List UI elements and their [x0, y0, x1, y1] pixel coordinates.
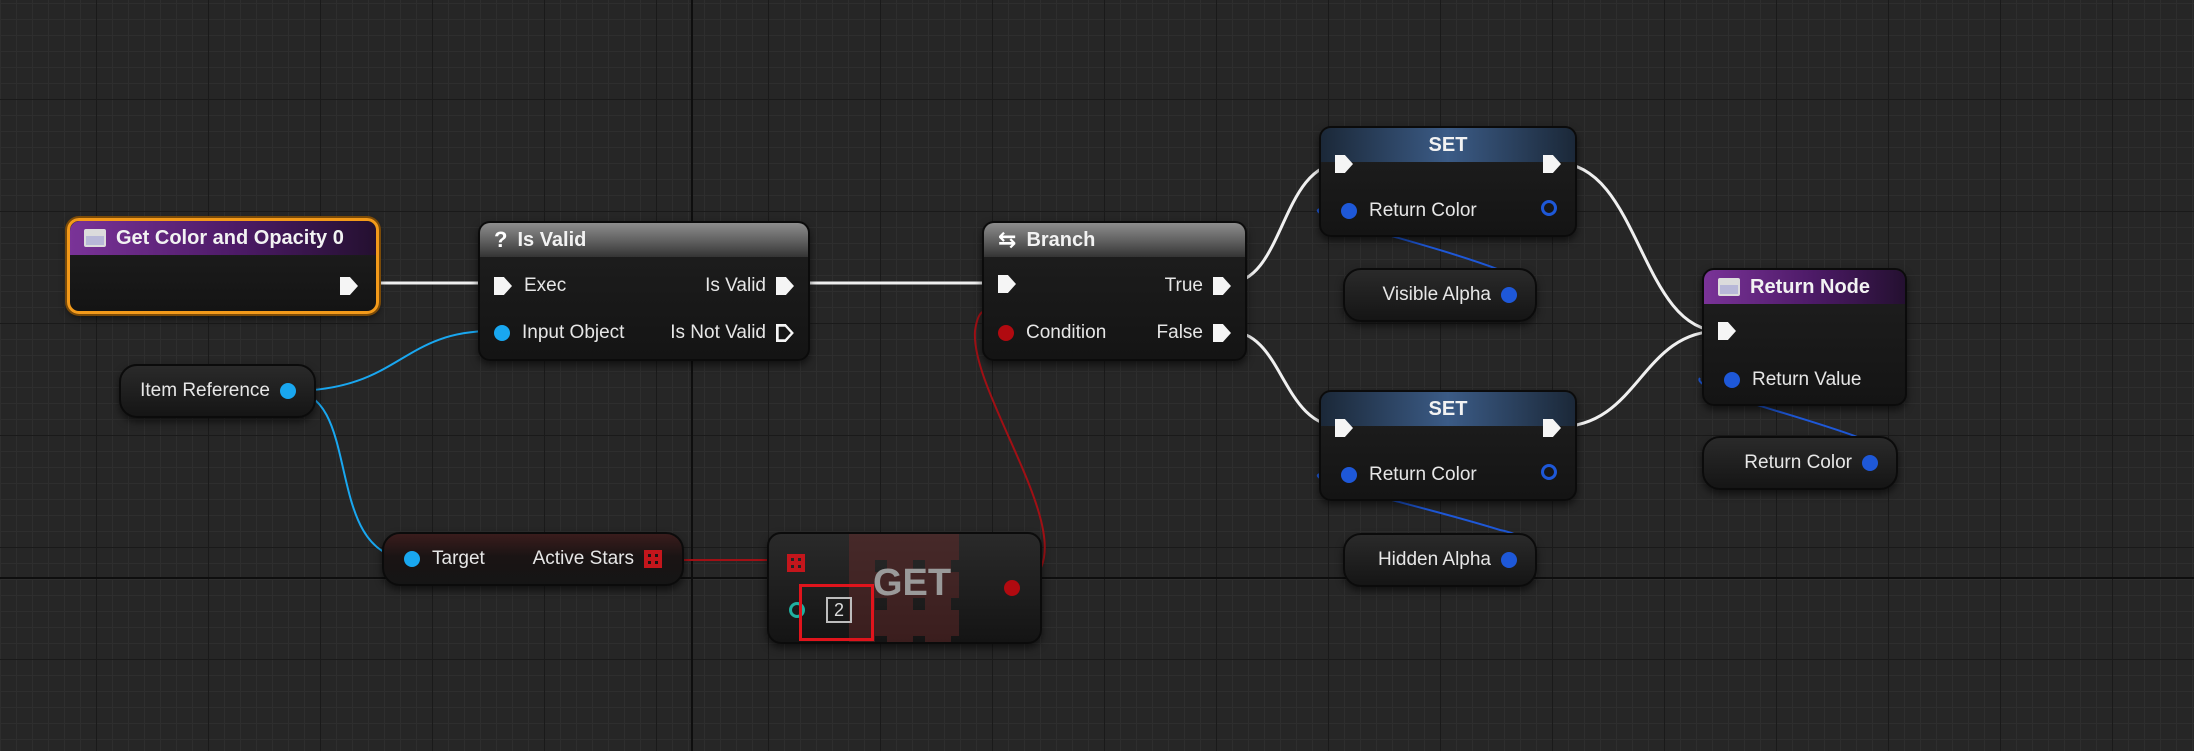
return-color-label: Return Color	[1744, 452, 1852, 473]
set-bottom-title: SET	[1428, 397, 1468, 420]
branch-icon: ⇆	[998, 227, 1017, 252]
exec-label: Exec	[524, 275, 567, 296]
function-entry-node[interactable]: Get Color and Opacity 0	[67, 218, 379, 314]
visible-alpha-label: Visible Alpha	[1382, 284, 1491, 305]
visible-alpha-variable[interactable]: Visible Alpha	[1343, 268, 1537, 322]
is-valid-header: ? Is Valid	[480, 223, 808, 257]
set-top-title: SET	[1428, 133, 1468, 156]
return-exec-in-pin[interactable]	[1718, 322, 1736, 340]
is-valid-pin-label: Is Valid	[705, 275, 766, 296]
is-not-valid-label: Is Not Valid	[670, 322, 766, 343]
true-label: True	[1164, 275, 1203, 296]
wire-set-bottom-to-return	[1556, 329, 1721, 429]
return-node-header: Return Node	[1704, 270, 1905, 304]
branch-exec-in-pin[interactable]	[998, 275, 1016, 293]
exec-out-pin[interactable]	[340, 277, 358, 295]
hidden-alpha-out-pin[interactable]	[1501, 552, 1517, 568]
highlight-box	[799, 584, 874, 641]
branch-node[interactable]: ⇆ Branch Condition True False	[982, 221, 1247, 361]
input-object-pin[interactable]	[494, 325, 510, 341]
return-color-variable[interactable]: Return Color	[1702, 436, 1898, 490]
return-value-label: Return Value	[1752, 369, 1862, 390]
hidden-alpha-label: Hidden Alpha	[1377, 549, 1491, 570]
wire-item-ref-to-input	[289, 330, 493, 392]
array-out-pin[interactable]	[644, 550, 662, 568]
return-node[interactable]: Return Node Return Value	[1702, 268, 1907, 406]
target-pin[interactable]	[404, 551, 420, 567]
array-in-pin[interactable]	[787, 554, 805, 572]
return-node-title: Return Node	[1750, 275, 1870, 298]
condition-label: Condition	[1026, 322, 1107, 343]
hidden-alpha-variable[interactable]: Hidden Alpha	[1343, 533, 1537, 587]
set-top-value-out-pin[interactable]	[1541, 200, 1557, 216]
set-node-bottom[interactable]: SET Return Color	[1319, 390, 1577, 501]
set-bottom-value-in-pin[interactable]	[1341, 467, 1357, 483]
true-exec-out-pin[interactable]	[1213, 277, 1231, 295]
index-input[interactable]: 2	[826, 597, 852, 623]
set-top-exec-in-pin[interactable]	[1335, 155, 1353, 173]
is-valid-node[interactable]: ? Is Valid Exec Input Object Is Valid Is…	[478, 221, 810, 361]
input-object-label: Input Object	[522, 322, 625, 343]
active-stars-getter[interactable]: Target Active Stars	[382, 532, 684, 586]
active-stars-label: Active Stars	[532, 548, 634, 569]
graph-origin-x-axis	[0, 577, 2194, 579]
index-in-pin[interactable]	[789, 602, 805, 618]
set-top-value-in-pin[interactable]	[1341, 203, 1357, 219]
set-top-header: SET	[1321, 128, 1575, 162]
item-reference-out-pin[interactable]	[280, 383, 296, 399]
false-exec-out-pin[interactable]	[1213, 324, 1231, 342]
set-top-exec-out-pin[interactable]	[1543, 155, 1561, 173]
is-not-valid-exec-out-pin[interactable]	[776, 324, 794, 342]
exec-in-pin[interactable]	[494, 277, 512, 295]
visible-alpha-out-pin[interactable]	[1501, 287, 1517, 303]
array-get-node[interactable]: GET 2	[767, 532, 1042, 644]
function-entry-title: Get Color and Opacity 0	[116, 226, 344, 249]
condition-pin[interactable]	[998, 325, 1014, 341]
set-node-top[interactable]: SET Return Color	[1319, 126, 1577, 237]
set-bottom-exec-out-pin[interactable]	[1543, 419, 1561, 437]
item-reference-variable[interactable]: Item Reference	[119, 364, 316, 418]
is-valid-exec-out-pin[interactable]	[776, 277, 794, 295]
get-title: GET	[873, 562, 952, 604]
false-label: False	[1156, 322, 1203, 343]
graph-origin-y-axis	[691, 0, 693, 751]
array-grid-watermark	[849, 534, 959, 642]
function-entry-header: Get Color and Opacity 0	[70, 221, 376, 255]
function-icon	[1718, 278, 1740, 296]
is-valid-title: Is Valid	[517, 228, 587, 251]
get-out-pin[interactable]	[1004, 580, 1020, 596]
set-bottom-header: SET	[1321, 392, 1575, 426]
return-color-out-pin[interactable]	[1862, 455, 1878, 471]
question-icon: ?	[494, 227, 508, 252]
item-reference-label: Item Reference	[140, 380, 270, 401]
set-top-pin-label: Return Color	[1369, 200, 1477, 221]
set-bottom-pin-label: Return Color	[1369, 464, 1477, 485]
branch-header: ⇆ Branch	[984, 223, 1245, 257]
target-label: Target	[432, 548, 485, 569]
wire-set-top-to-return	[1556, 161, 1721, 333]
set-bottom-exec-in-pin[interactable]	[1335, 419, 1353, 437]
set-bottom-value-out-pin[interactable]	[1541, 464, 1557, 480]
function-icon	[84, 229, 106, 247]
branch-title: Branch	[1026, 228, 1096, 251]
return-value-pin[interactable]	[1724, 372, 1740, 388]
